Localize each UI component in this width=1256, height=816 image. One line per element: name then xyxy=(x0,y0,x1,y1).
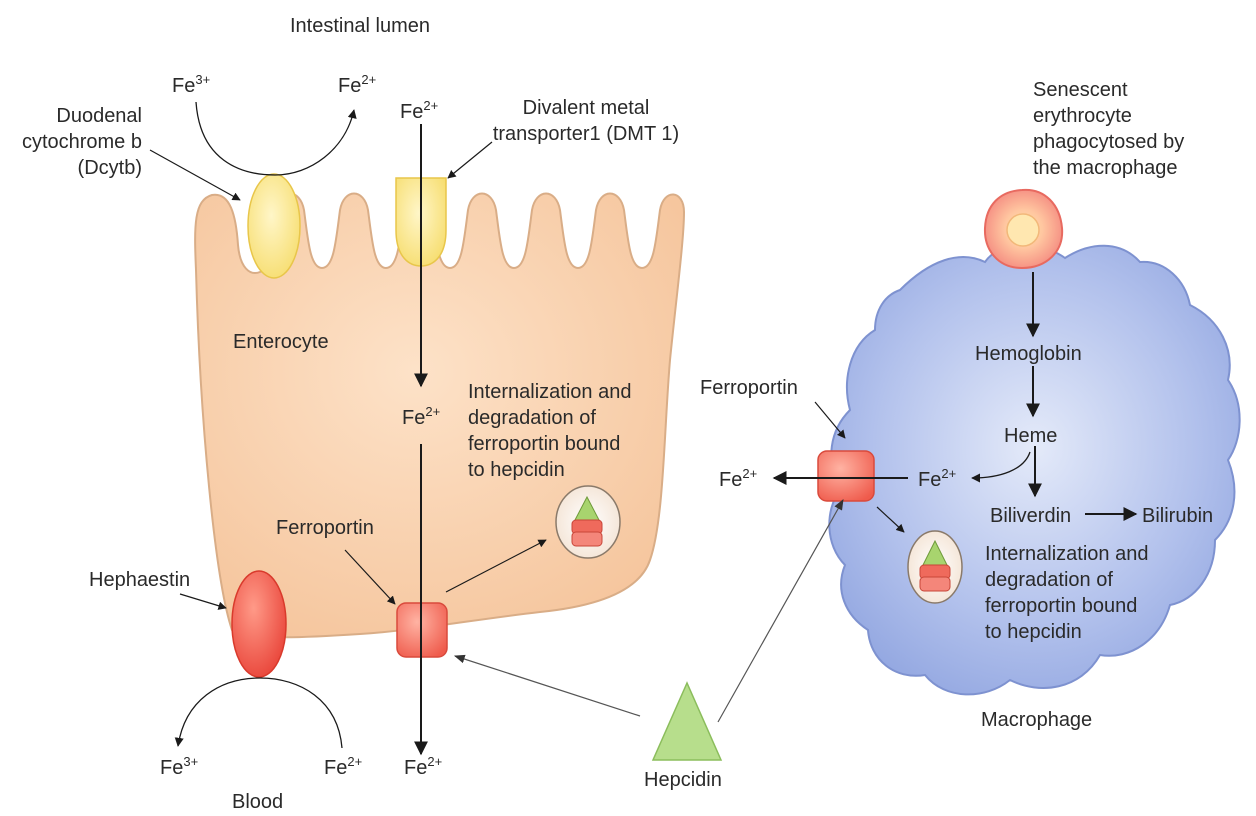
fe2-macrophage-out-label: Fe2+ xyxy=(719,466,758,491)
heme-label: Heme xyxy=(1004,425,1058,447)
arrows xyxy=(149,101,1138,756)
dmt1-label-line1: Divalent metal xyxy=(522,97,650,119)
internalization-right-line3: ferroportin bound xyxy=(985,595,1138,617)
hephaestin-protein xyxy=(231,570,287,678)
internalization-left-line1: Internalization and xyxy=(468,381,632,403)
macrophage-label: Macrophage xyxy=(981,709,1093,731)
enterocyte-label: Enterocyte xyxy=(233,331,329,353)
internalization-left-line4: to hepcidin xyxy=(468,459,565,481)
dcytb-label-line3: (Dcytb) xyxy=(77,157,142,179)
hepcidin-peptide xyxy=(651,681,723,761)
biliverdin-label: Biliverdin xyxy=(990,505,1072,527)
senescent-erythrocyte xyxy=(983,188,1064,270)
fe3-blood-label: Fe3+ xyxy=(160,754,199,779)
hephaestin-label: Hephaestin xyxy=(89,569,191,591)
fe3-lumen-label: Fe3+ xyxy=(172,72,211,97)
dcytb-label-line2: cytochrome b xyxy=(21,131,142,153)
fe2-intracellular-label: Fe2+ xyxy=(402,404,441,429)
dmt1-label-line2: transporter1 (DMT 1) xyxy=(492,123,680,145)
internalization-left-line3: ferroportin bound xyxy=(468,433,621,455)
ferroportin-left-label: Ferroportin xyxy=(276,517,374,539)
senescent-label-line2: erythrocyte xyxy=(1033,105,1132,127)
senescent-label-line1: Senescent xyxy=(1033,79,1128,101)
fe2-lumen-label: Fe2+ xyxy=(338,72,377,97)
senescent-label-line3: phagocytosed by xyxy=(1033,131,1185,153)
internalization-right-line4: to hepcidin xyxy=(985,621,1082,643)
vesicle-enterocyte xyxy=(555,485,621,559)
intestinal-lumen-label: Intestinal lumen xyxy=(289,15,431,37)
internalization-right-line2: degradation of xyxy=(985,569,1113,591)
ferroportin-macrophage xyxy=(817,450,875,502)
internalization-left-line2: degradation of xyxy=(468,407,596,429)
fe2-blood-label: Fe2+ xyxy=(324,754,363,779)
bilirubin-label: Bilirubin xyxy=(1142,505,1214,527)
fe2-exported-label: Fe2+ xyxy=(404,754,443,779)
hemoglobin-label: Hemoglobin xyxy=(975,343,1082,365)
dcytb-label-line1: Duodenal xyxy=(56,105,142,127)
internalization-right-line1: Internalization and xyxy=(985,543,1149,565)
dcytb-protein xyxy=(247,173,301,279)
senescent-label-line4: the macrophage xyxy=(1033,157,1178,179)
fe2-macrophage-label: Fe2+ xyxy=(918,466,957,491)
vesicle-macrophage xyxy=(907,530,963,604)
blood-label: Blood xyxy=(232,791,284,813)
ferroportin-right-label: Ferroportin xyxy=(700,377,798,399)
fe2-dmt-label: Fe2+ xyxy=(400,98,439,123)
hepcidin-label: Hepcidin xyxy=(644,769,722,791)
